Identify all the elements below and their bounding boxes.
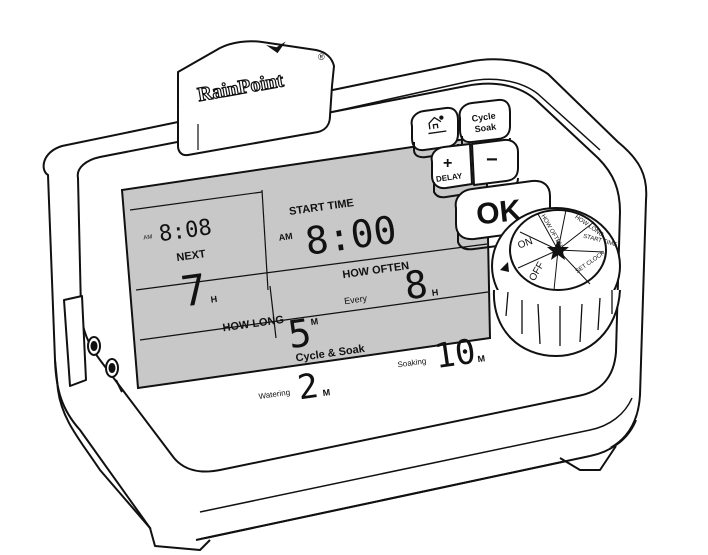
registered-mark: ® xyxy=(318,52,325,62)
clock-ampm: AM xyxy=(143,234,153,241)
triangle-pointer-icon xyxy=(500,262,509,272)
next-label: NEXT xyxy=(176,248,207,264)
watering-label: Watering xyxy=(258,388,291,401)
dial-on: ON xyxy=(516,236,534,251)
logo-cap xyxy=(177,40,335,157)
next-unit: H xyxy=(210,294,218,305)
mode-dial[interactable] xyxy=(491,207,621,358)
cycle-soak-line1: Cycle xyxy=(471,111,496,124)
delay-plus-button[interactable] xyxy=(430,143,473,199)
minus-sign: − xyxy=(486,149,498,171)
rain-sensor-button[interactable] xyxy=(410,106,459,159)
lcd-screen xyxy=(120,134,492,390)
rain-sensor-icon xyxy=(428,115,447,135)
start-time-ampm: AM xyxy=(278,231,293,243)
soaking-unit: M xyxy=(477,353,486,364)
watering-unit: M xyxy=(322,387,331,398)
how-often-unit: H xyxy=(431,287,439,298)
delay-label: DELAY xyxy=(435,171,463,184)
brand-bird-icon xyxy=(266,41,286,54)
how-often-prefix: Every xyxy=(343,293,368,306)
soaking-value: 10 xyxy=(432,332,478,377)
how-long-unit: M xyxy=(310,316,319,327)
plus-sign: + xyxy=(443,155,452,172)
soaking-label: Soaking xyxy=(397,356,427,369)
cycle-soak-line2: Soak xyxy=(474,121,498,134)
